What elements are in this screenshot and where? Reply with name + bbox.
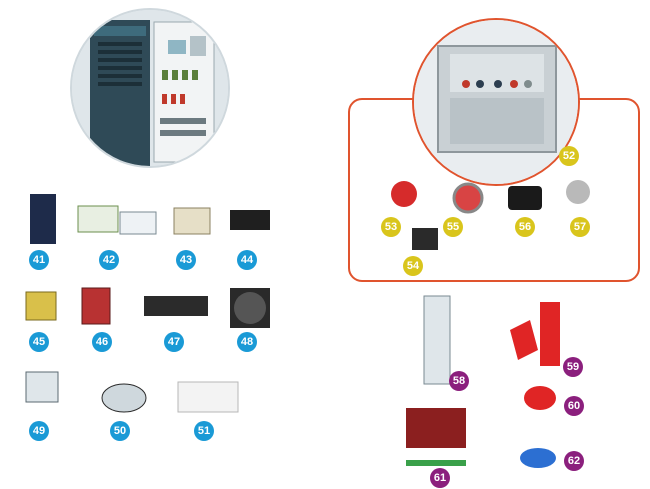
product-56-image xyxy=(508,186,542,210)
badge-47: 47 xyxy=(164,332,184,352)
badge-62: 62 xyxy=(564,451,584,471)
product-49-image xyxy=(25,371,59,403)
badge-49: 49 xyxy=(29,421,49,441)
badge-60: 60 xyxy=(564,396,584,416)
product-45-image xyxy=(25,291,57,321)
product-55-image xyxy=(452,182,484,214)
badge-46: 46 xyxy=(92,332,112,352)
product-53-image xyxy=(391,181,417,207)
badge-53: 53 xyxy=(381,217,401,237)
badge-56: 56 xyxy=(515,217,535,237)
badge-45: 45 xyxy=(29,332,49,352)
badge-44: 44 xyxy=(237,250,257,270)
product-51-image xyxy=(177,381,239,413)
product-47-image xyxy=(144,296,208,316)
badge-42: 42 xyxy=(99,250,119,270)
badge-41: 41 xyxy=(29,250,49,270)
product-57-image xyxy=(566,180,590,204)
product-43-image xyxy=(173,207,211,235)
badge-51: 51 xyxy=(194,421,214,441)
badge-54: 54 xyxy=(403,256,423,276)
product-44-image xyxy=(230,210,270,230)
product-54-image xyxy=(412,228,438,250)
product-41-image xyxy=(30,194,56,244)
badge-59: 59 xyxy=(563,357,583,377)
right-products xyxy=(406,295,560,468)
product-58-image xyxy=(423,295,451,385)
badge-58: 58 xyxy=(449,371,469,391)
badge-57: 57 xyxy=(570,217,590,237)
product-50-image xyxy=(101,383,147,413)
badge-55: 55 xyxy=(443,217,463,237)
control-cabinet-photo xyxy=(70,8,230,168)
product-59-image xyxy=(510,320,538,360)
badge-43: 43 xyxy=(176,250,196,270)
badge-48: 48 xyxy=(237,332,257,352)
badge-52: 52 xyxy=(559,146,579,166)
panel-products xyxy=(391,180,590,250)
badge-61: 61 xyxy=(430,468,450,488)
switch-panel-photo xyxy=(412,18,580,186)
product-illustrations xyxy=(25,194,270,413)
badge-50: 50 xyxy=(110,421,130,441)
product-46-image xyxy=(81,287,111,325)
product-60-image xyxy=(524,386,556,410)
product-61-image xyxy=(406,408,466,448)
product-62-image xyxy=(520,448,556,468)
product-42-image xyxy=(77,205,119,233)
